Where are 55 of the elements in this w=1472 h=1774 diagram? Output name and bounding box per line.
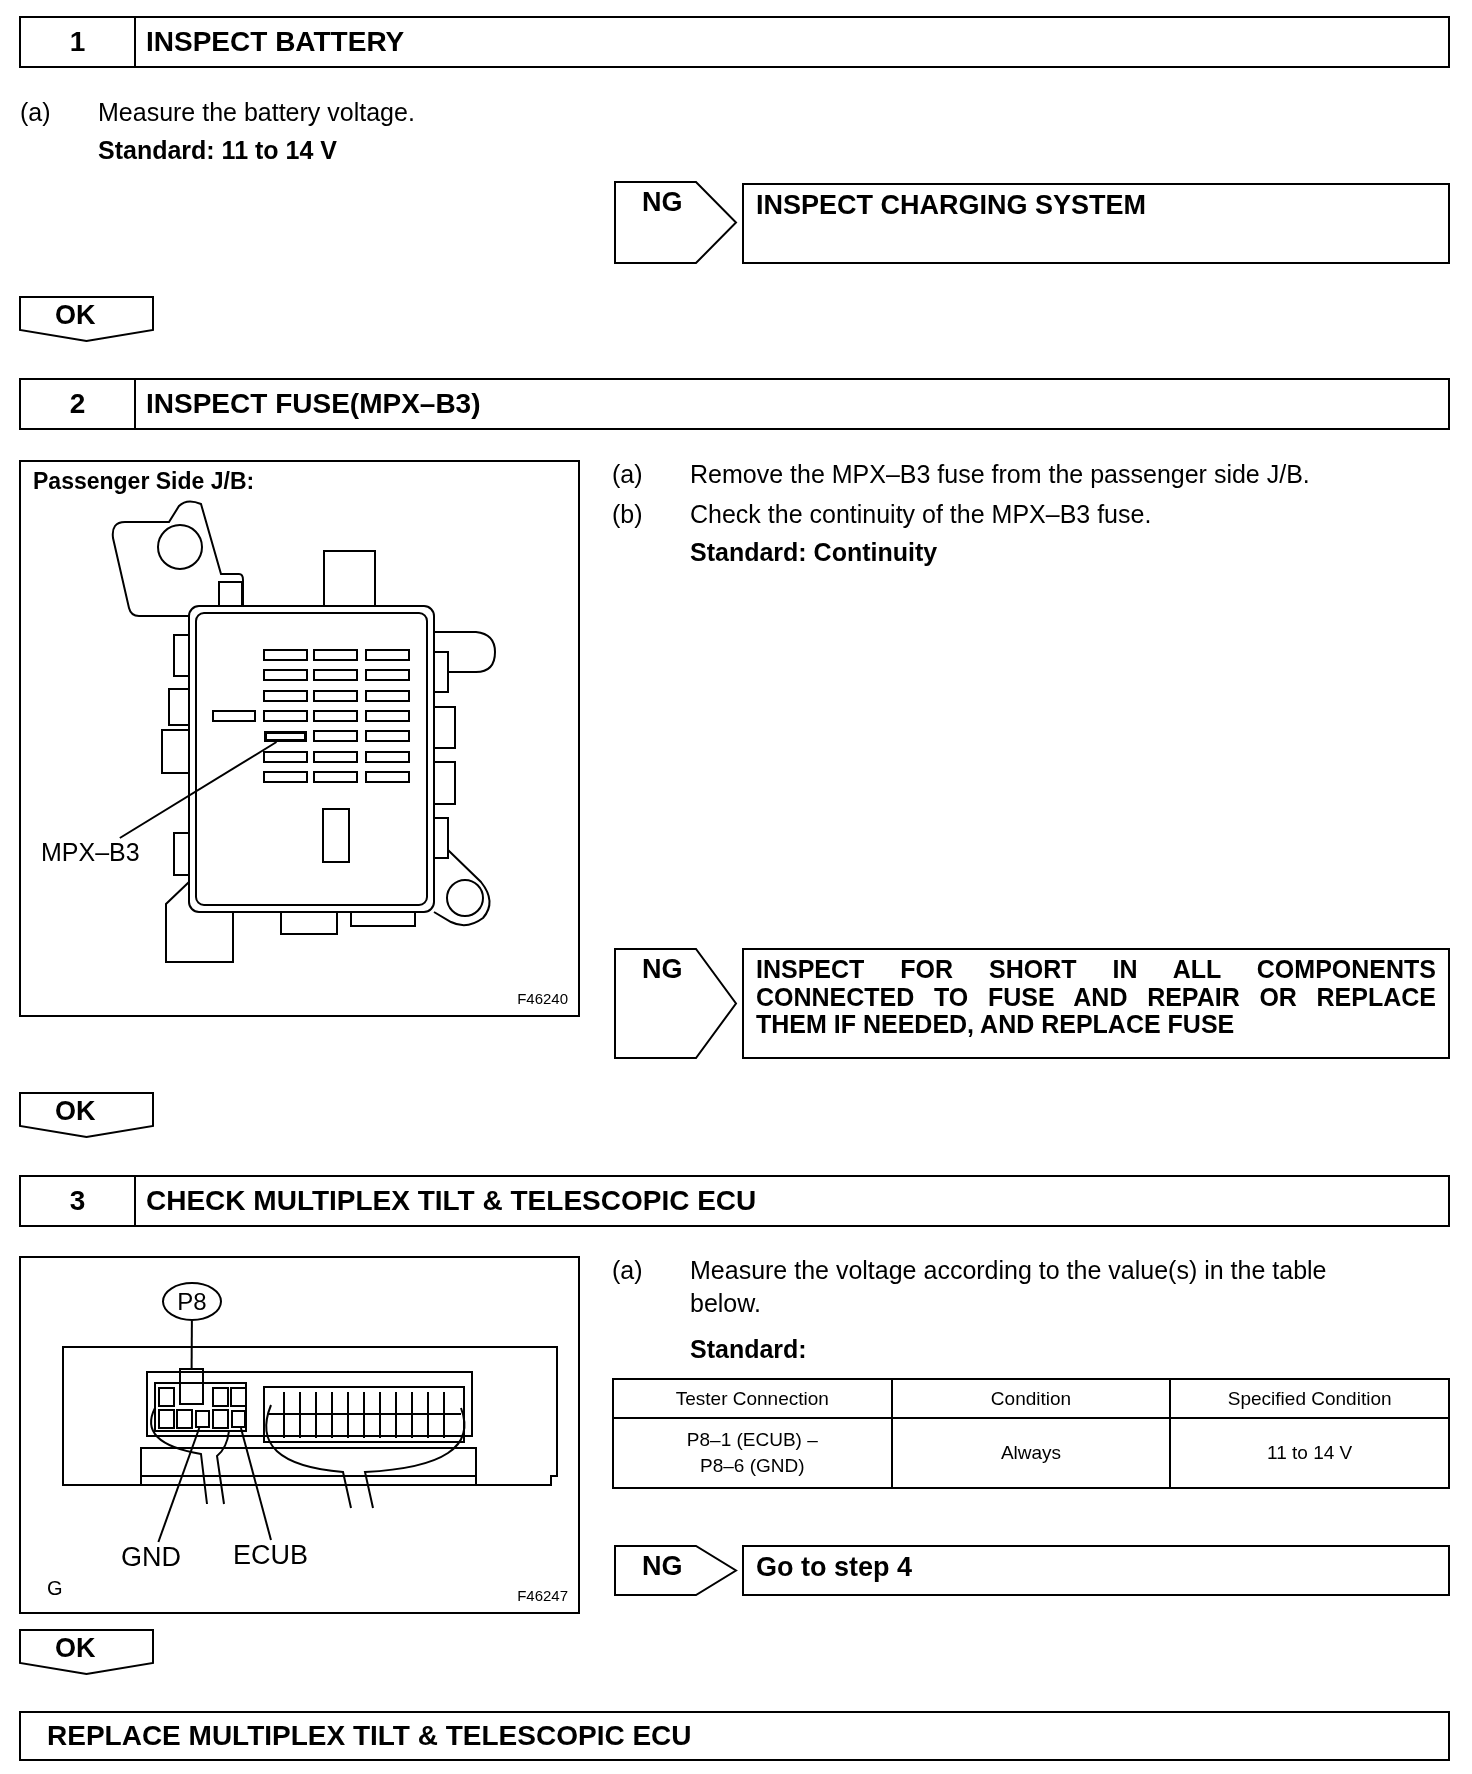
figure-code: F46240: [517, 990, 568, 1007]
step-header: [19, 378, 1450, 430]
instruction-text: Remove the MPX–B3 fuse from the passenger side J/B.: [690, 459, 1310, 490]
fuse-slot: [264, 731, 307, 742]
ok-arrow-box: OK: [19, 1092, 154, 1138]
item-letter: (a): [612, 459, 643, 490]
result-box: INSPECT FOR SHORT IN ALL COMPONENTS CONNECTED TO FUSE AND REPAIR OR REPLACE THEM IF NEEDED, AND REPLACE FUSE: [742, 948, 1450, 1059]
step-title: CHECK MULTIPLEX TILT & TELESCOPIC ECU: [134, 1177, 1448, 1225]
item-letter: (a): [20, 97, 51, 128]
standard-text: Standard: 11 to 14 V: [98, 135, 337, 166]
terminal-label: GND: [121, 1542, 185, 1572]
table-value: P8–1 (ECUB) – P8–6 (GND): [613, 1418, 892, 1488]
view-letter: G: [47, 1577, 63, 1600]
instruction-text: Check the continuity of the MPX–B3 fuse.: [690, 499, 1152, 530]
step-header: [19, 1711, 1450, 1761]
table-header: Tester Connection: [613, 1379, 892, 1418]
standard-text: Standard: Continuity: [690, 537, 938, 568]
step-header: [19, 16, 1450, 68]
terminal-pin: [195, 1410, 210, 1428]
result-box: Go to step 4: [742, 1545, 1450, 1596]
step-number: 3: [68, 1185, 87, 1217]
step-header: [19, 1175, 1450, 1227]
table-value: Always: [891, 1418, 1171, 1488]
terminal-label: ECUB: [233, 1540, 317, 1570]
step-title: REPLACE MULTIPLEX TILT & TELESCOPIC ECU: [46, 1720, 692, 1752]
item-letter: (a): [612, 1255, 643, 1286]
table-value: 11 to 14 V: [1170, 1418, 1449, 1488]
connector-tag: P8: [162, 1282, 222, 1321]
table-header: Specified Condition: [1170, 1379, 1449, 1418]
result-box: INSPECT CHARGING SYSTEM: [742, 183, 1450, 264]
instruction-text: Measure the battery voltage.: [98, 97, 415, 128]
ok-arrow-box: OK: [19, 296, 154, 342]
step-number: 1: [68, 26, 87, 58]
figure-caption: Passenger Side J/B:: [33, 468, 255, 495]
ng-arrow-box: NG: [614, 948, 738, 1059]
connector-latch: [179, 1368, 204, 1405]
step-title: INSPECT FUSE(MPX–B3): [134, 380, 1448, 428]
leader-line: [118, 741, 278, 839]
ng-arrow-box: NG: [614, 1545, 738, 1596]
item-letter: (b): [612, 499, 643, 530]
ok-arrow-box: OK: [19, 1629, 154, 1675]
table-header: Condition: [891, 1379, 1171, 1418]
step-number: 2: [68, 388, 87, 420]
standard-text: Standard:: [690, 1334, 807, 1365]
step-title: INSPECT BATTERY: [134, 18, 1448, 66]
callout-text: MPX–B3: [41, 838, 153, 866]
terminal-pin: [231, 1410, 246, 1428]
illustration-panel: [19, 1256, 580, 1614]
instruction-text: Measure the voltage according to the value(s) in the table below.: [690, 1255, 1328, 1319]
ng-arrow-box: NG: [614, 181, 738, 264]
leader-line: [190, 1320, 193, 1369]
figure-code: F46247: [517, 1587, 568, 1604]
leader-line: [239, 1427, 272, 1541]
illustration-panel: [19, 460, 580, 1017]
leader-line: [157, 1427, 201, 1543]
